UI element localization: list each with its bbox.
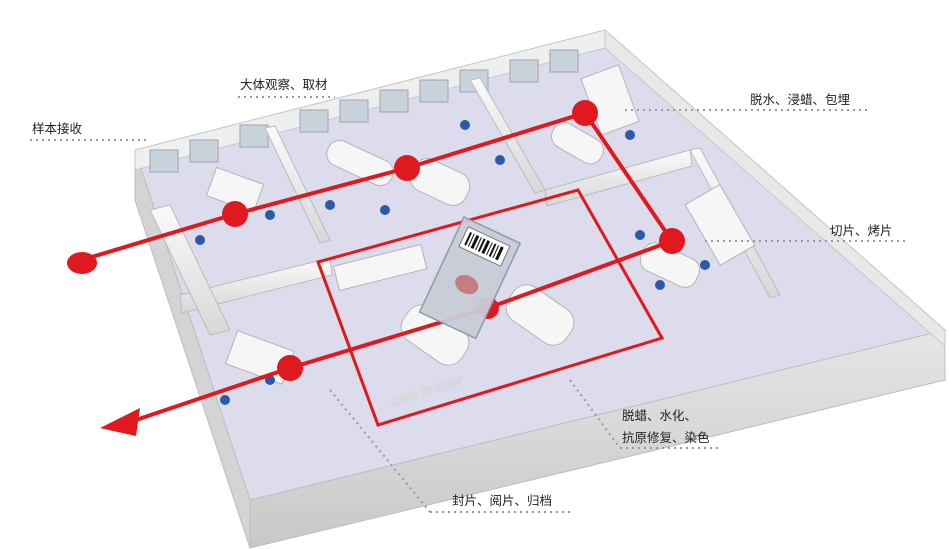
label-deparaffin-line2: 抗原修复、染色: [622, 430, 710, 445]
barcode-icon: [464, 232, 504, 261]
specimen-slide-card: [418, 216, 522, 340]
workflow-route: [74, 110, 676, 424]
label-sample-receive: 样本接收: [32, 121, 83, 136]
chairs: [195, 120, 710, 405]
leader-mounting: [329, 389, 431, 513]
route-node-mounting: [277, 355, 303, 381]
label-dehydrate-embed: 脱水、浸蜡、包埋: [750, 92, 851, 107]
tissue-sample-icon: [455, 274, 479, 295]
route-node-grossing: [394, 155, 420, 181]
label-slice-bake: 切片、烤片: [830, 223, 893, 238]
lab-furniture: [205, 64, 756, 385]
highlighted-room-outline: [316, 188, 665, 427]
leader-lines: [30, 96, 908, 513]
route-exit-arrowhead: [100, 408, 140, 436]
label-mount-archive: 封片、阅片、归档: [452, 493, 553, 508]
route-node-dehydrate: [572, 100, 598, 126]
label-gross-exam: 大体观察、取材: [240, 77, 328, 92]
leader-staining: [569, 379, 621, 449]
route-line: [74, 110, 676, 424]
route-node-receive: [222, 201, 248, 227]
route-node-slicing: [659, 228, 685, 254]
back-windows: [149, 49, 579, 173]
label-deparaffin-line1: 脱蜡、水化、: [622, 408, 698, 423]
route-node-start: [67, 252, 97, 274]
